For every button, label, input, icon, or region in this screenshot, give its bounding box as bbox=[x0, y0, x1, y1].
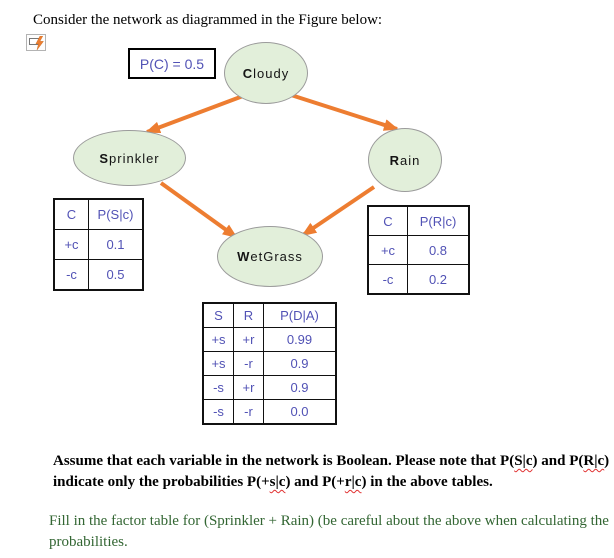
col-header: P(R|c) bbox=[407, 205, 470, 236]
note-text: Assume that each variable in the network… bbox=[53, 453, 515, 469]
cell-probability: 0.9 bbox=[263, 351, 337, 376]
col-header: P(D|A) bbox=[263, 302, 337, 328]
question-intro-text: Consider the network as diagrammed in th… bbox=[33, 12, 383, 28]
note-line-1: Assume that each variable in the network… bbox=[53, 451, 613, 472]
table-row: +c 0.8 bbox=[367, 235, 470, 265]
question-line-1: Fill in the factor table for (Sprinkler … bbox=[49, 513, 609, 529]
note-text-spellcheck: s|c bbox=[269, 474, 286, 490]
cell-condition: -c bbox=[367, 264, 408, 295]
col-header: R bbox=[233, 302, 264, 328]
cell-condition: +s bbox=[202, 351, 234, 376]
cell-probability: 0.8 bbox=[407, 235, 470, 265]
note-text-spellcheck: S|c bbox=[514, 453, 533, 469]
cell-condition: +c bbox=[53, 229, 89, 260]
cell-condition: -r bbox=[233, 351, 264, 376]
cell-condition: +r bbox=[233, 327, 264, 352]
table-row: +s +r 0.99 bbox=[202, 327, 337, 352]
autocorrect-smart-tag-icon[interactable] bbox=[26, 34, 46, 51]
note-text: ) bbox=[604, 453, 610, 469]
cell-condition: -r bbox=[233, 399, 264, 425]
col-header: P(S|c) bbox=[88, 198, 144, 230]
note-text: ) and P( bbox=[532, 453, 584, 469]
lightning-bolt-icon bbox=[35, 36, 44, 50]
node-wetgrass-label: WetGrass bbox=[237, 249, 303, 264]
note-paragraph: Assume that each variable in the network… bbox=[53, 451, 613, 493]
cell-condition: -c bbox=[53, 259, 89, 291]
cell-condition: -s bbox=[202, 399, 234, 425]
edge-cloudy-to-rain bbox=[290, 93, 399, 131]
col-header: C bbox=[367, 205, 408, 236]
node-cloudy-label: Cloudy bbox=[242, 65, 290, 81]
cell-condition: -s bbox=[202, 375, 234, 400]
table-header-row: S R P(D|A) bbox=[202, 302, 337, 328]
note-line-2: indicate only the probabilities P(+s|c) … bbox=[53, 472, 613, 493]
col-header: C bbox=[53, 198, 89, 230]
node-cloudy: Cloudy bbox=[224, 42, 308, 104]
cell-probability: 0.9 bbox=[263, 375, 337, 400]
node-rain: Rain bbox=[368, 128, 442, 192]
cell-probability: 0.5 bbox=[88, 259, 144, 291]
note-text-spellcheck: r|c bbox=[344, 474, 362, 490]
edge-rain-to-wetgrass bbox=[301, 185, 376, 237]
table-header-row: C P(R|c) bbox=[367, 205, 470, 236]
table-row: -s +r 0.9 bbox=[202, 375, 337, 400]
note-text: indicate only the probabilities P(+ bbox=[53, 474, 270, 490]
cell-condition: +s bbox=[202, 327, 234, 352]
table-row: -s -r 0.0 bbox=[202, 399, 337, 425]
table-header-row: C P(S|c) bbox=[53, 198, 144, 230]
table-row: +c 0.1 bbox=[53, 229, 144, 260]
node-sprinkler: Sprinkler bbox=[73, 130, 186, 186]
node-sprinkler-label: Sprinkler bbox=[99, 150, 160, 166]
table-row: -c 0.2 bbox=[367, 264, 470, 295]
node-rain-label: Rain bbox=[389, 152, 421, 168]
question-line-2: probabilities. bbox=[49, 534, 128, 550]
cell-probability: 0.0 bbox=[263, 399, 337, 425]
table-row: +s -r 0.9 bbox=[202, 351, 337, 376]
table-row: -c 0.5 bbox=[53, 259, 144, 291]
col-header: S bbox=[202, 302, 234, 328]
cell-condition: +c bbox=[367, 235, 408, 265]
question-paragraph: Fill in the factor table for (Sprinkler … bbox=[49, 511, 614, 553]
edge-cloudy-to-sprinkler bbox=[145, 94, 244, 134]
wetgrass-cpt-table: S R P(D|A) +s +r 0.99 +s -r 0.9 -s +r 0.… bbox=[202, 302, 337, 425]
node-wetgrass: WetGrass bbox=[217, 226, 323, 287]
cell-probability: 0.99 bbox=[263, 327, 337, 352]
cell-probability: 0.1 bbox=[88, 229, 144, 260]
note-text: ) in the above tables. bbox=[361, 474, 493, 490]
note-text-spellcheck: R|c bbox=[583, 453, 605, 469]
rain-cpt-table: C P(R|c) +c 0.8 -c 0.2 bbox=[367, 205, 470, 295]
prior-probability-box: P(C) = 0.5 bbox=[128, 48, 216, 79]
edge-sprinkler-to-wetgrass bbox=[159, 181, 238, 239]
cell-condition: +r bbox=[233, 375, 264, 400]
cell-probability: 0.2 bbox=[407, 264, 470, 295]
note-text: ) and P(+ bbox=[285, 474, 345, 490]
sprinkler-cpt-table: C P(S|c) +c 0.1 -c 0.5 bbox=[53, 198, 144, 291]
